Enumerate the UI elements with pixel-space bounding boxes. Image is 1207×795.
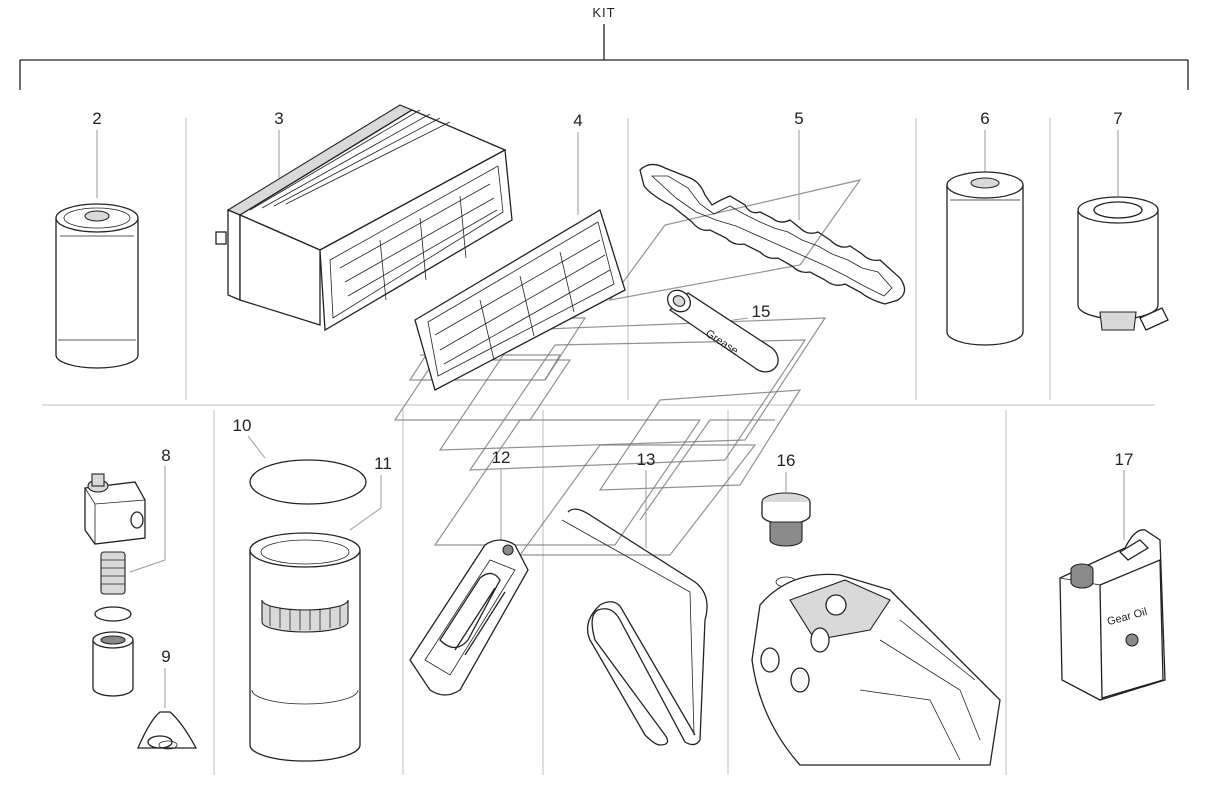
kit-bracket: KIT bbox=[19, 5, 1189, 90]
part-7-fuel-separator: 7 bbox=[1077, 109, 1169, 331]
part-10-o-ring: 10 bbox=[233, 416, 367, 505]
part-6-fuel-filter: 6 bbox=[946, 109, 1024, 346]
part-9-seal-kit: 9 bbox=[137, 647, 198, 750]
part-12-seal-frame: 12 bbox=[409, 448, 529, 696]
part-2-oil-filter: 2 bbox=[55, 109, 139, 369]
part-5-gasket: 5 bbox=[639, 109, 906, 305]
part-3-air-filter: 3 bbox=[215, 104, 513, 332]
callout-12: 12 bbox=[492, 448, 511, 467]
callout-8: 8 bbox=[161, 446, 170, 465]
callout-17: 17 bbox=[1115, 450, 1134, 469]
gearbox-housing bbox=[751, 573, 1001, 766]
part-15-grease-tube: Grease 15 bbox=[666, 289, 779, 373]
callout-6: 6 bbox=[980, 109, 989, 128]
part-8-hydraulic-filter: 8 bbox=[84, 446, 171, 697]
grid-separators bbox=[42, 118, 1155, 775]
part-13-drive-belt: 13 bbox=[561, 450, 708, 746]
part-17-gear-oil: Gear Oil 17 bbox=[1059, 450, 1166, 701]
callout-16: 16 bbox=[777, 451, 796, 470]
callout-7: 7 bbox=[1113, 109, 1122, 128]
callout-10: 10 bbox=[233, 416, 252, 435]
callout-3: 3 bbox=[274, 109, 283, 128]
watermark-logo bbox=[393, 179, 862, 556]
callout-15: 15 bbox=[752, 302, 771, 321]
part-16-filler-cap: 16 bbox=[761, 451, 811, 547]
callout-5: 5 bbox=[794, 109, 803, 128]
callout-11: 11 bbox=[374, 454, 392, 473]
callout-2: 2 bbox=[92, 109, 101, 128]
part-11-filter-element: 11 bbox=[249, 454, 392, 762]
part-4-cabin-filter: 4 bbox=[414, 111, 626, 391]
callout-13: 13 bbox=[637, 450, 656, 469]
callout-9: 9 bbox=[161, 647, 170, 666]
callout-4: 4 bbox=[573, 111, 582, 130]
kit-label: KIT bbox=[592, 5, 615, 20]
